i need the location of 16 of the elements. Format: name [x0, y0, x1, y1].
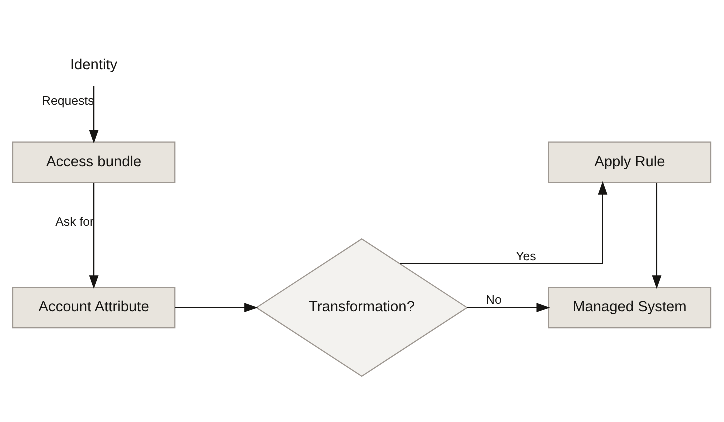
arrow — [468, 303, 550, 313]
arrow — [89, 86, 99, 144]
arrow — [175, 303, 258, 313]
node-text: Identity — [70, 58, 118, 74]
node-box: Apply Rule — [548, 142, 712, 184]
node-box: Managed System — [548, 287, 712, 329]
arrow — [89, 183, 99, 290]
edge-label: No — [486, 293, 502, 308]
node-box: Account Attribute — [12, 287, 176, 329]
edge-label: Ask for — [56, 215, 94, 230]
node-box: Access bundle — [12, 142, 176, 184]
node-diamond: Transformation? — [256, 238, 468, 378]
arrow — [652, 183, 662, 290]
arrow — [400, 181, 608, 264]
edge-label: Requests — [42, 94, 94, 108]
edge-label: Yes — [516, 249, 536, 264]
